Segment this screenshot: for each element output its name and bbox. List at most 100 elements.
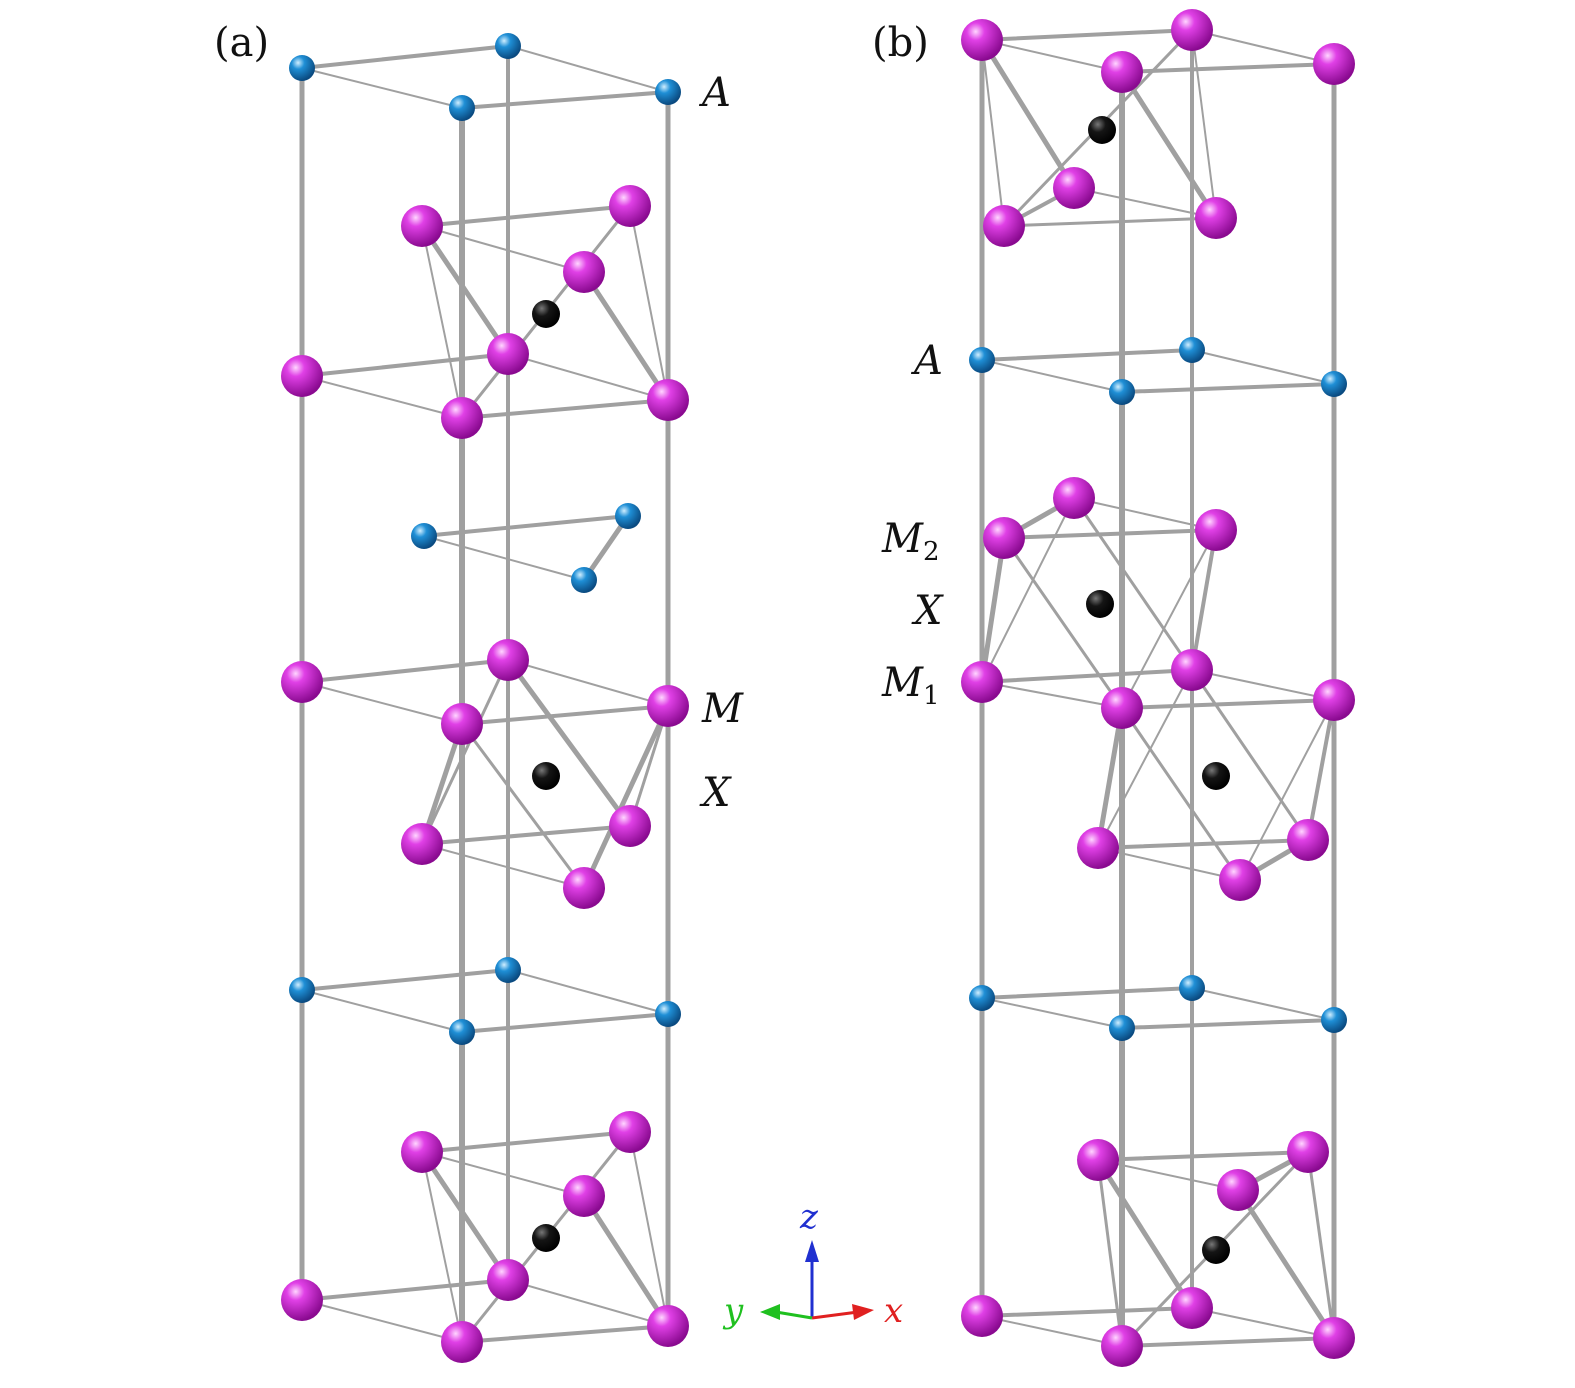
a-atom-M [487, 333, 529, 375]
b-atom-A [1179, 975, 1205, 1001]
b-atom-M [1171, 649, 1213, 691]
b-atom-M [1171, 9, 1213, 51]
a-atom-M [487, 1259, 529, 1301]
panel-b-label-M2: M2 [881, 516, 940, 567]
a-atom-A [449, 1019, 475, 1045]
a-atom-M [441, 397, 483, 439]
x-axis-line [811, 1310, 859, 1320]
b-atom-M [1219, 859, 1261, 901]
a-atom-M [441, 703, 483, 745]
a-atom-A [449, 95, 475, 121]
panel-b-atoms [961, 9, 1355, 1367]
b-atom-M [961, 661, 1003, 703]
b-atom-M [1101, 687, 1143, 729]
panel-a-label-A: A [698, 70, 731, 116]
panel-b-label-A: A [910, 338, 943, 384]
y-axis-label: y [722, 1291, 744, 1331]
a-atom-M [563, 867, 605, 909]
a-atom-A [655, 79, 681, 105]
b-atom-M [1077, 827, 1119, 869]
b-atom-X [1202, 1236, 1230, 1264]
a-atom-M [401, 205, 443, 247]
b-atom-M [1053, 167, 1095, 209]
b-atom-A [969, 347, 995, 373]
a-atom-M [647, 685, 689, 727]
a-atom-X [532, 762, 560, 790]
a-atom-M [563, 251, 605, 293]
panel-b: (b) A M2 X M1 [872, 9, 1355, 1367]
a-atom-A [495, 957, 521, 983]
a-atom-A [289, 55, 315, 81]
a-atom-M [609, 805, 651, 847]
panel-a-label-X: X [699, 770, 732, 816]
b-atom-A [1109, 1015, 1135, 1041]
b-atom-A [1321, 371, 1347, 397]
b-atom-M [961, 1295, 1003, 1337]
b-atom-M [1195, 509, 1237, 551]
b-atom-M [961, 19, 1003, 61]
a-atom-A [655, 1001, 681, 1027]
b-atom-A [1179, 337, 1205, 363]
b-atom-M [1287, 1131, 1329, 1173]
a-atom-M [281, 355, 323, 397]
b-atom-M [1287, 819, 1329, 861]
panel-b-label-M1: M1 [881, 660, 940, 711]
a-atom-M [609, 185, 651, 227]
a-atom-M [563, 1175, 605, 1217]
panel-a-label: (a) [214, 20, 269, 66]
b-atom-M [1313, 1317, 1355, 1359]
x-axis-label: x [884, 1291, 903, 1331]
a-atom-X [532, 300, 560, 328]
b-atom-M [1313, 679, 1355, 721]
a-atom-A [495, 33, 521, 59]
z-axis-arrowhead [805, 1240, 819, 1262]
b-atom-M [1077, 1139, 1119, 1181]
b-atom-A [1321, 1007, 1347, 1033]
b-atom-M [1195, 197, 1237, 239]
a-atom-M [401, 823, 443, 865]
y-axis-arrowhead [760, 1304, 780, 1320]
a-atom-M [647, 1305, 689, 1347]
a-atom-M [441, 1321, 483, 1363]
panel-b-label-X: X [911, 588, 944, 634]
panel-b-label-M2-base: M [881, 516, 924, 562]
b-atom-M [1171, 1287, 1213, 1329]
a-atom-A [615, 503, 641, 529]
axis-triad: z y x [722, 1197, 903, 1331]
a-atom-M [609, 1111, 651, 1153]
panel-a-label-M: M [701, 686, 744, 732]
y-axis-line [775, 1310, 813, 1320]
b-atom-M [983, 205, 1025, 247]
b-atom-X [1088, 116, 1116, 144]
a-atom-M [401, 1131, 443, 1173]
z-axis-label: z [799, 1197, 819, 1237]
b-atom-M [1313, 43, 1355, 85]
b-atom-X [1202, 762, 1230, 790]
panel-a-atoms [281, 33, 689, 1363]
b-atom-M [1217, 1169, 1259, 1211]
a-atom-M [647, 379, 689, 421]
a-atom-M [487, 639, 529, 681]
a-atom-A [411, 523, 437, 549]
a-atom-A [571, 567, 597, 593]
panel-a: (a) A M X [214, 20, 744, 1363]
a-atom-X [532, 1224, 560, 1252]
panel-b-label-M1-sub: 1 [923, 681, 940, 711]
b-atom-M [1101, 51, 1143, 93]
a-atom-M [281, 1279, 323, 1321]
panel-b-label-M1-base: M [881, 660, 924, 706]
b-atom-M [983, 517, 1025, 559]
panel-b-label-M2-sub: 2 [923, 537, 940, 567]
x-axis-arrowhead [852, 1304, 874, 1320]
b-atom-M [1101, 1325, 1143, 1367]
b-atom-M [1053, 477, 1095, 519]
b-atom-X [1086, 590, 1114, 618]
b-atom-A [1109, 379, 1135, 405]
panel-a-bonds [299, 44, 671, 1345]
a-atom-M [281, 661, 323, 703]
a-atom-A [289, 977, 315, 1003]
b-atom-A [969, 985, 995, 1011]
panel-b-bonds [979, 28, 1337, 1349]
panel-b-label: (b) [872, 20, 929, 66]
